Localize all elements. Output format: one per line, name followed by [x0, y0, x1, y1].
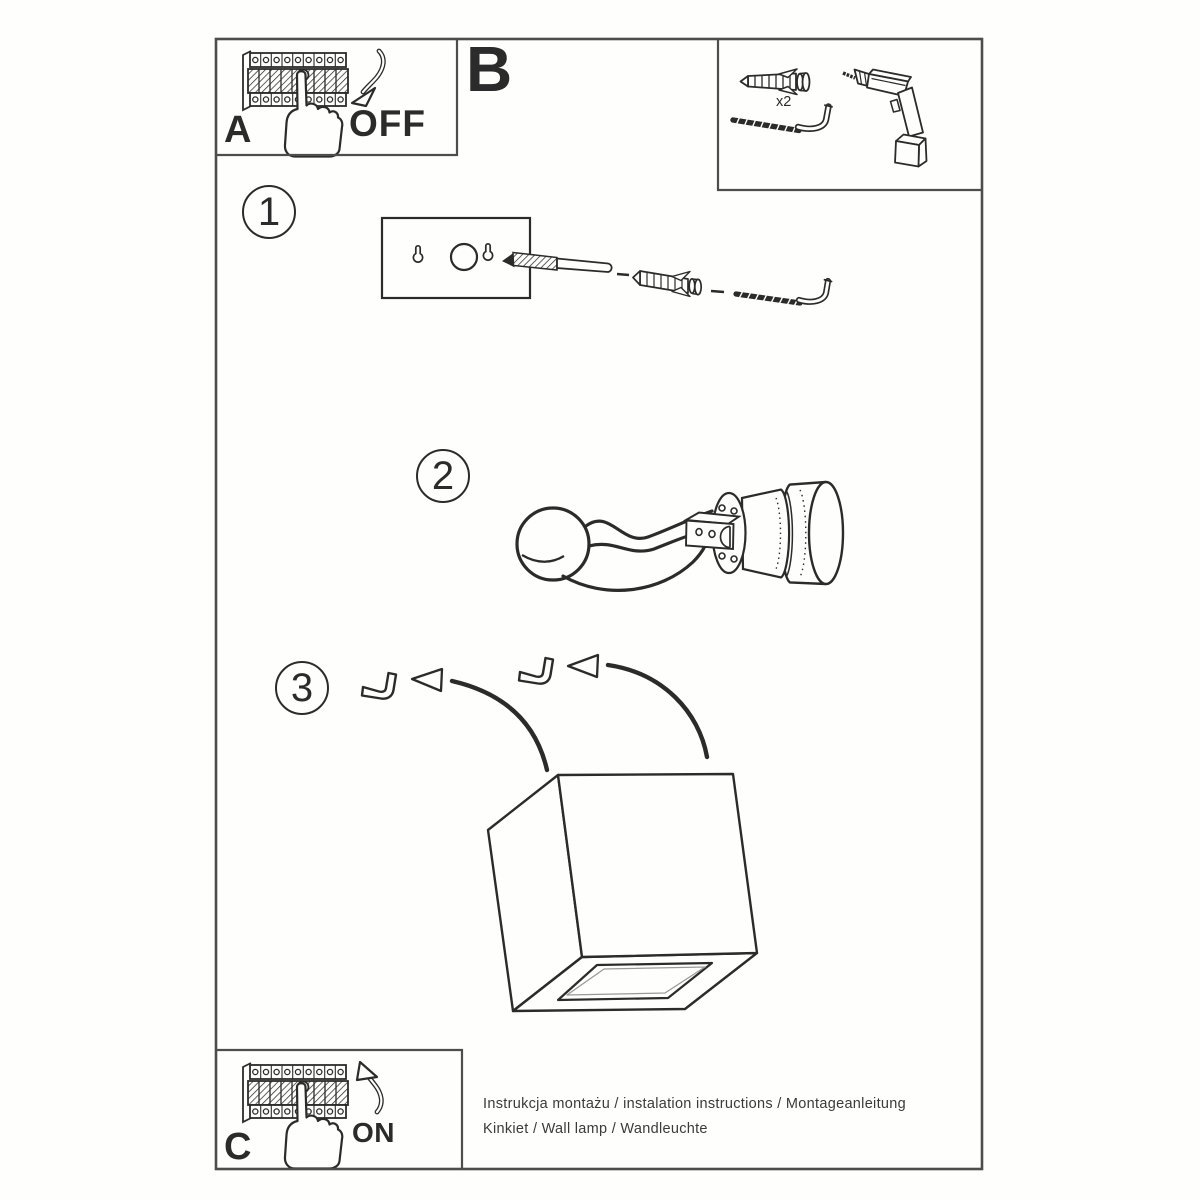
terminal-block-icon [682, 511, 742, 551]
swing-arrows [410, 653, 710, 773]
step-1-badge: 1 [242, 185, 296, 239]
on-label: ON [352, 1117, 395, 1148]
off-label: OFF [349, 103, 426, 144]
box-c-frame [216, 1048, 464, 1169]
hook-screw-icon [730, 103, 833, 134]
section-b-label: B [466, 33, 513, 105]
step-1-number: 1 [257, 189, 281, 234]
step-2-badge: 2 [416, 449, 470, 503]
wire-coil-icon [515, 506, 591, 582]
wiring-illustration [515, 480, 845, 592]
drill-icon [842, 68, 928, 168]
hook-screw-icon [733, 277, 833, 307]
lamp-cube-illustration [486, 772, 759, 1013]
panel-a-label: A [224, 109, 252, 151]
breaker-panel-off-illustration [241, 49, 350, 158]
dashed-assembly-line [616, 272, 725, 294]
footer-product-line: Kinkiet / Wall lamp / Wandleuchte [483, 1121, 708, 1137]
anchor-quantity-label: x2 [776, 94, 792, 110]
hook-screw-icon [360, 671, 398, 700]
parts-box-frame [716, 39, 982, 192]
step-3-number: 3 [290, 665, 314, 710]
switch-off-arrow-icon [350, 48, 386, 108]
panel-c-label: C [224, 1126, 252, 1168]
box-a-frame [216, 39, 459, 157]
breaker-panel-on-illustration [241, 1061, 350, 1170]
drill-bit-icon [502, 251, 613, 273]
wall-plug-icon [739, 68, 811, 96]
wall-plug-icon [632, 270, 703, 298]
hook-screw-icon [517, 656, 555, 685]
step-2-number: 2 [431, 453, 455, 498]
switch-on-arrow-icon [355, 1060, 384, 1115]
mounting-plate-illustration [380, 216, 532, 300]
page-border [214, 37, 984, 1171]
step-3-badge: 3 [275, 661, 329, 715]
footer-instructions-line: Instrukcja montażu / instalation instruc… [483, 1096, 907, 1112]
